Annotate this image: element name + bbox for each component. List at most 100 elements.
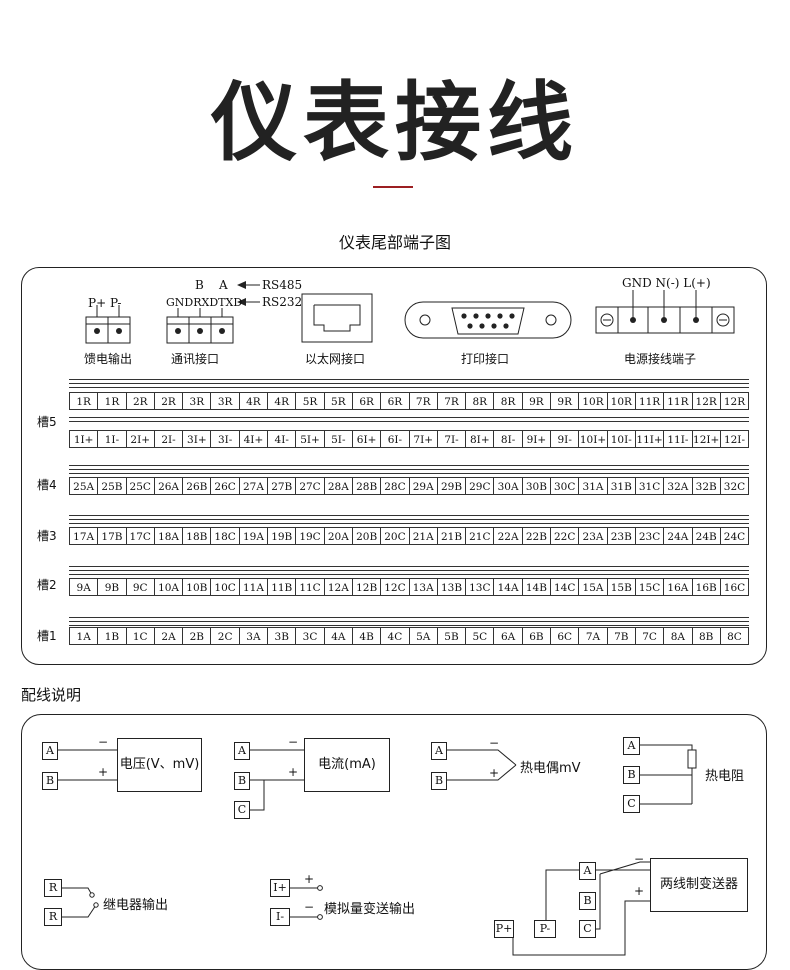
terminal-cell: 23C	[634, 527, 664, 545]
terminal-cell: 2A	[153, 627, 183, 645]
terminal-cell: 7B	[606, 627, 635, 645]
terminal-cell: 11A	[238, 578, 268, 596]
terminal-cell: 12B	[351, 578, 381, 596]
thermocouple-pin-b: B	[431, 772, 447, 790]
terminal-cell: 32B	[691, 477, 720, 495]
terminal-cell: 8B	[691, 627, 720, 645]
terminal-cell: 6I-	[380, 430, 409, 448]
analog-output-label: 模拟量变送输出	[324, 902, 416, 917]
terminal-cell: 4I+	[238, 430, 268, 448]
terminal-cell: 6A	[493, 627, 522, 645]
thermocouple-pin-a: A	[431, 742, 447, 760]
print-port	[404, 301, 572, 339]
terminal-cell: 29A	[408, 477, 437, 495]
terminal-cell: 8R	[465, 392, 494, 410]
terminal-cell: 14A	[493, 578, 522, 596]
rs485-a-label: A	[219, 278, 228, 292]
terminal-cell: 21B	[436, 527, 466, 545]
rtd-pin-b: B	[623, 766, 640, 784]
terminal-cell: 1I+	[69, 430, 98, 448]
terminal-cell: 18A	[153, 527, 183, 545]
terminal-cell: 24A	[663, 527, 692, 545]
terminal-cell: 31C	[634, 477, 664, 495]
terminal-cell: 16C	[719, 578, 750, 596]
voltage-pin-a: A	[42, 742, 58, 760]
terminal-cell: 12A	[323, 578, 352, 596]
terminal-cell: 24B	[691, 527, 720, 545]
terminal-cell: 9R	[550, 392, 579, 410]
terminal-cell: 25B	[97, 477, 126, 495]
terminal-cell: 27A	[238, 477, 268, 495]
terminal-cell: 6B	[521, 627, 551, 645]
twowire-pin-a: A	[579, 862, 596, 880]
rtd-label: 热电阻	[705, 769, 745, 784]
strip-rail	[69, 617, 749, 618]
terminal-cell: 1R	[69, 392, 98, 410]
current-pin-b: B	[234, 772, 250, 790]
terminal-cell: 29B	[436, 477, 466, 495]
terminal-cell: 7C	[634, 627, 664, 645]
rtd-pin-a: A	[623, 737, 640, 755]
voltage-minus: −	[98, 735, 109, 749]
strip-rail	[69, 421, 749, 422]
terminal-cell: 15B	[606, 578, 635, 596]
terminal-cell: 9B	[97, 578, 126, 596]
terminal-cell: 19C	[295, 527, 324, 545]
terminal-cell: 28B	[351, 477, 381, 495]
gnd-rxd-txd-label: GNDRXDTXD	[166, 296, 243, 309]
terminal-cell: 30A	[493, 477, 522, 495]
terminal-cell: 1I-	[97, 430, 126, 448]
terminal-cell: 31A	[578, 477, 607, 495]
print-label: 打印接口	[461, 352, 510, 366]
analog-pin-iplus: I+	[270, 879, 290, 897]
ethernet-port	[301, 293, 373, 343]
terminal-cell: 19B	[267, 527, 296, 545]
terminal-cell: 10A	[153, 578, 183, 596]
terminal-cell: 21C	[465, 527, 494, 545]
ethernet-label: 以太网接口	[305, 352, 366, 366]
terminal-cell: 13A	[408, 578, 437, 596]
twowire-pin-pplus: P+	[494, 920, 514, 938]
terminal-cell: 1B	[97, 627, 126, 645]
terminal-cell: 18C	[210, 527, 239, 545]
terminal-cell: 8R	[493, 392, 522, 410]
terminal-cell: 29C	[465, 477, 494, 495]
terminal-cell: 25A	[69, 477, 98, 495]
twowire-pin-b: B	[579, 892, 596, 910]
terminal-cell: 15A	[578, 578, 607, 596]
power-pins-label: GND N(-) L(+)	[622, 276, 711, 290]
strip-rail	[69, 625, 749, 626]
terminal-cell: 12R	[719, 392, 750, 410]
relay-pin-r2: R	[44, 908, 62, 926]
terminal-cell: 2R	[125, 392, 154, 410]
feed-pins-label: P+ P-	[88, 296, 122, 310]
terminal-cell: 9A	[69, 578, 98, 596]
terminal-cell: 5I-	[323, 430, 352, 448]
strip-rail	[69, 515, 749, 516]
terminal-row: 1I+1I-2I+2I-3I+3I-4I+4I-5I+5I-6I+6I-7I+7…	[69, 430, 750, 448]
terminal-cell: 3A	[238, 627, 268, 645]
terminal-cell: 3B	[267, 627, 296, 645]
comm-interface-label: 通讯接口	[171, 352, 220, 366]
strip-rail	[69, 570, 749, 571]
terminal-cell: 1R	[97, 392, 126, 410]
terminal-cell: 5I+	[295, 430, 324, 448]
terminal-cell: 16B	[691, 578, 720, 596]
strip-rail	[69, 379, 749, 380]
terminal-cell: 17A	[69, 527, 98, 545]
terminal-cell: 30C	[550, 477, 579, 495]
terminal-cell: 2I-	[153, 430, 183, 448]
thermocouple-minus: −	[489, 736, 500, 750]
terminal-cell: 9I-	[550, 430, 579, 448]
terminal-cell: 21A	[408, 527, 437, 545]
power-terminal	[595, 290, 735, 334]
rs485-b-label: B	[195, 278, 204, 292]
connector-drawings	[85, 281, 735, 344]
terminal-cell: 10R	[606, 392, 635, 410]
terminal-cell: 19A	[238, 527, 268, 545]
feed-output-label: 馈电输出	[84, 352, 133, 366]
terminal-cell: 17B	[97, 527, 126, 545]
